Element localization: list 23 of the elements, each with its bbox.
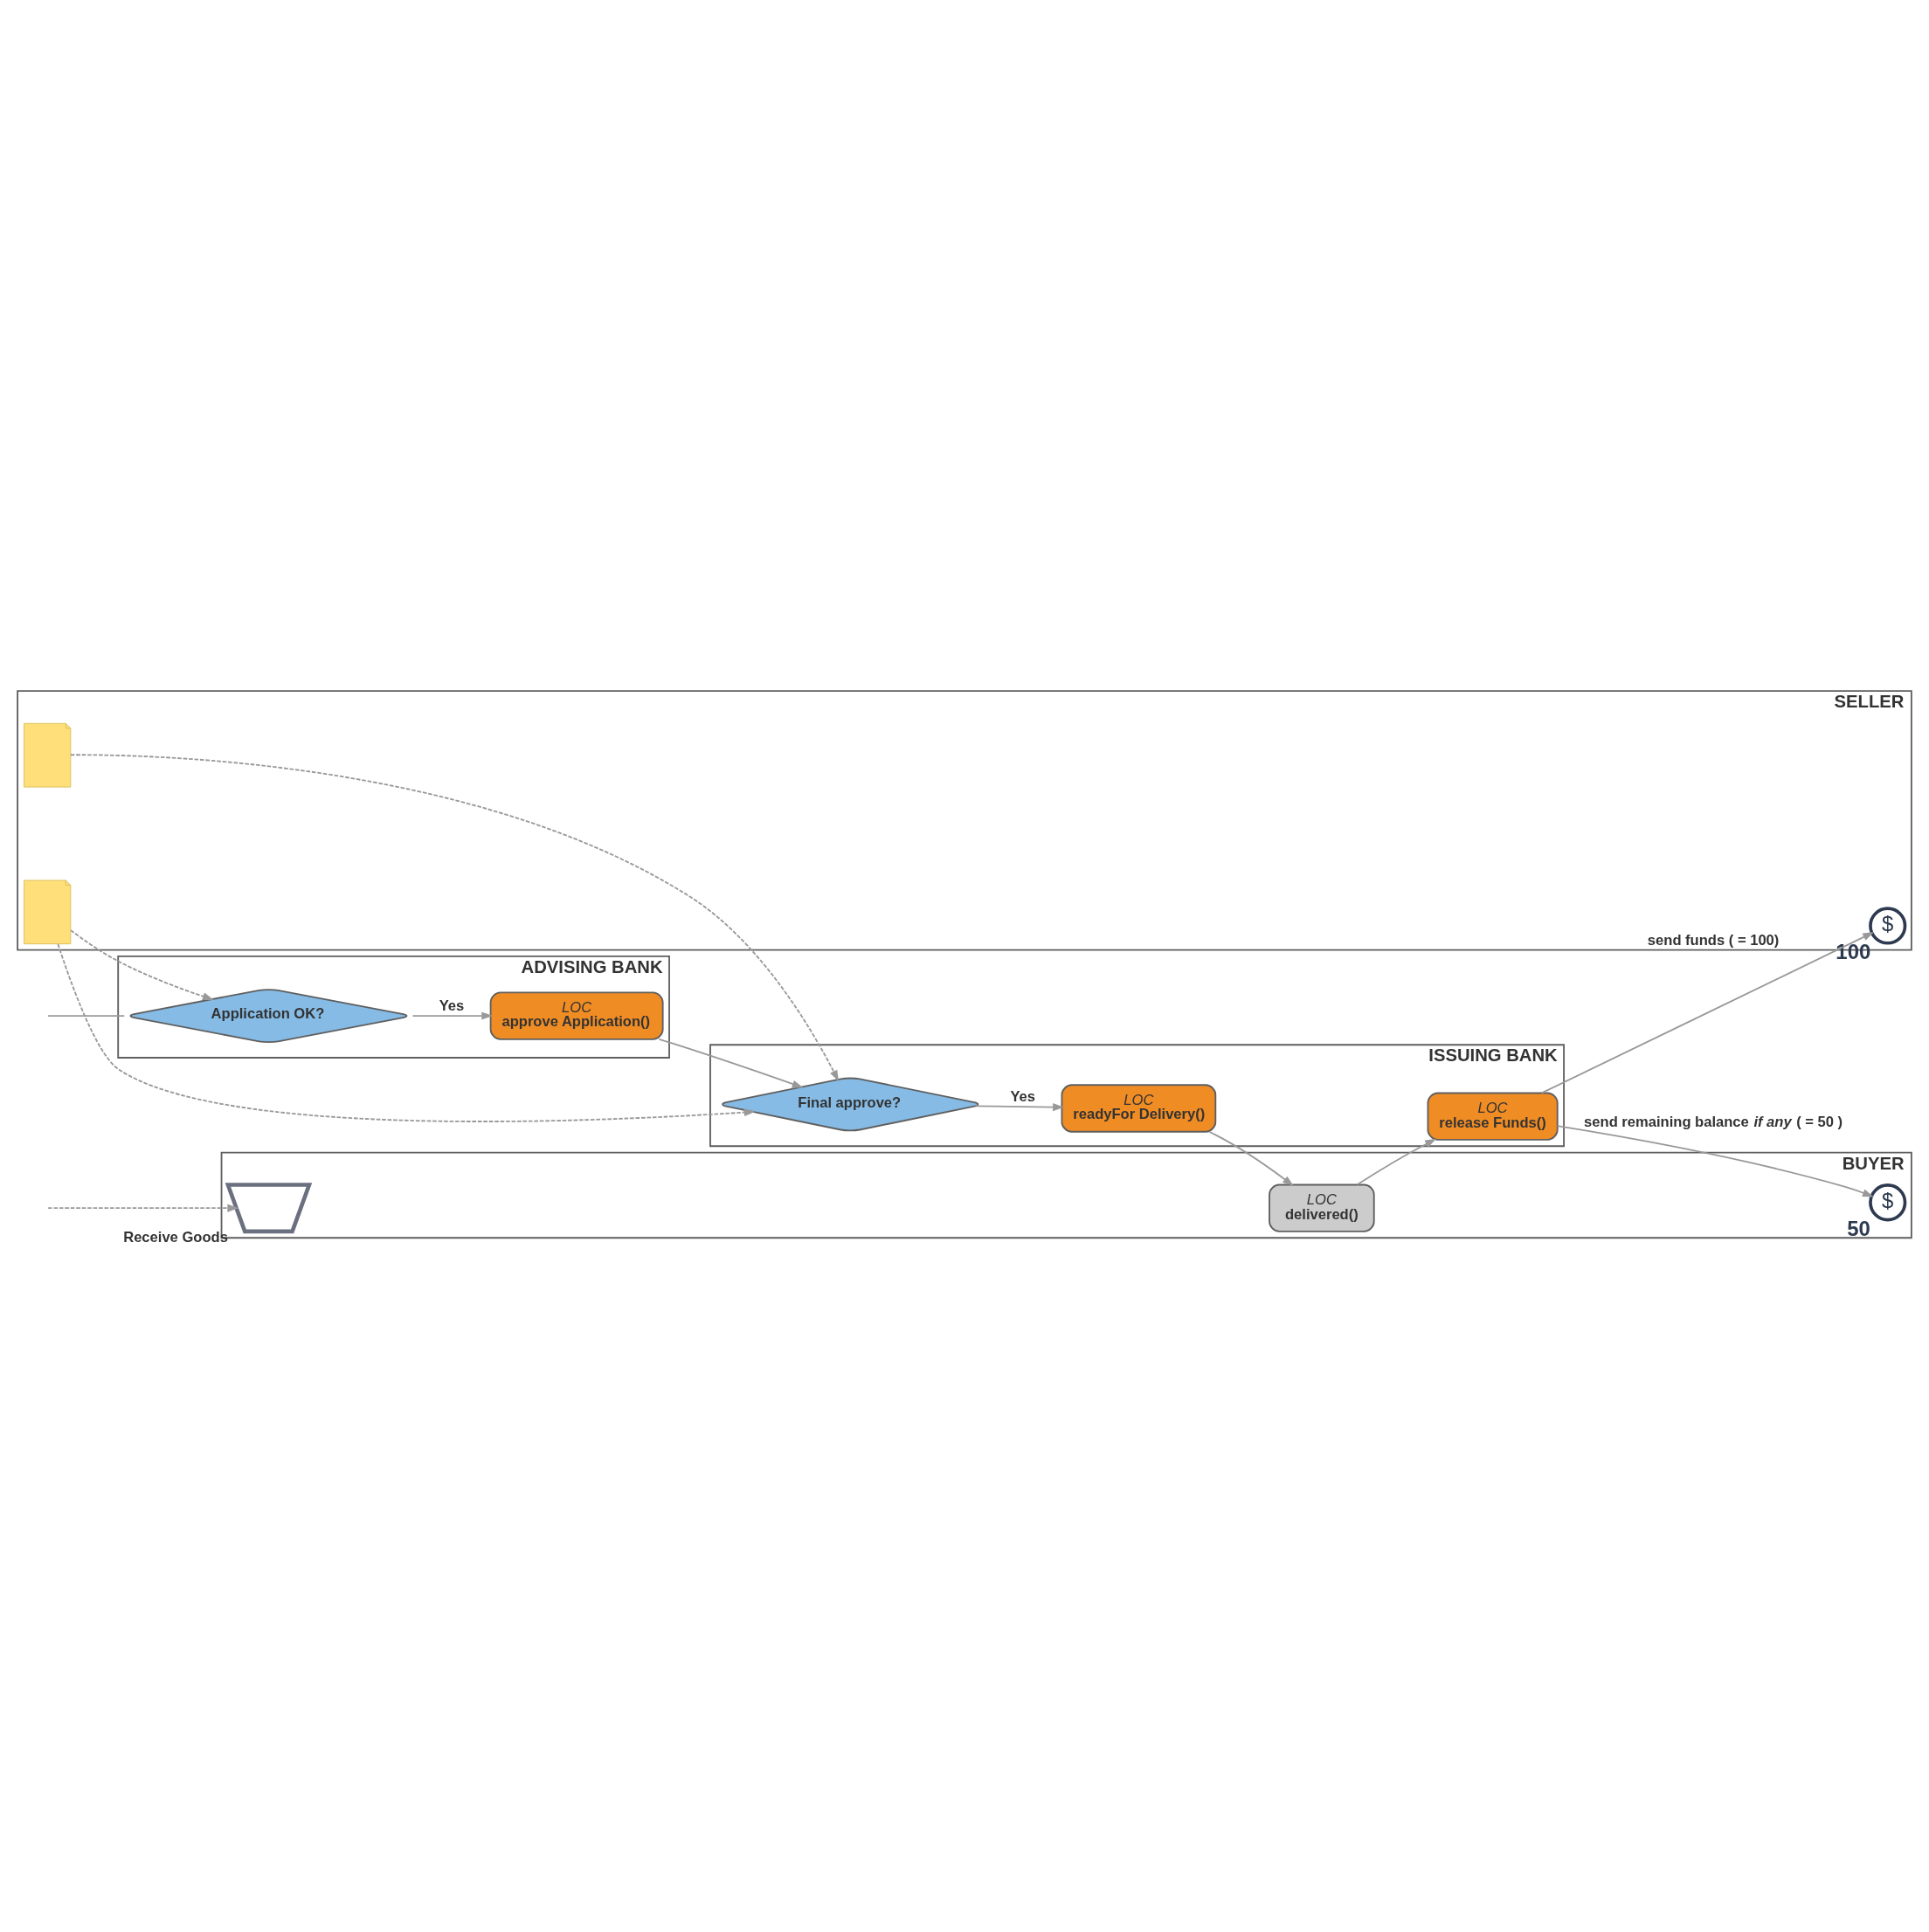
arrow [974, 1103, 1064, 1112]
node-circle: $ [1869, 907, 1907, 945]
connector [47, 1015, 126, 1017]
node-box: LOC release Funds() [1427, 1092, 1559, 1141]
arrow [1556, 1125, 1874, 1197]
node-box: LOC approve Application() [489, 991, 664, 1040]
arrow [1540, 932, 1875, 1094]
edge-label: send remaining balance if any ( = 50 ) [1584, 1113, 1843, 1130]
edge-label: Yes [1010, 1088, 1036, 1106]
arrow [47, 1204, 239, 1212]
node-label: 50 [1847, 1216, 1870, 1240]
node-circle: $ [1869, 1183, 1907, 1222]
arrow [1356, 1138, 1437, 1186]
node-box: LOC readyFor Delivery() [1061, 1084, 1217, 1133]
arrow [658, 1038, 804, 1088]
edge-label: send funds ( = 100) [1647, 931, 1780, 949]
arrow [1207, 1130, 1294, 1187]
arrow [57, 943, 756, 1122]
arrow [70, 929, 214, 1001]
edge-label: Yes [439, 997, 465, 1015]
arrow [69, 754, 840, 1082]
node-box: LOC delivered() [1269, 1183, 1375, 1232]
arrow [411, 1011, 494, 1020]
